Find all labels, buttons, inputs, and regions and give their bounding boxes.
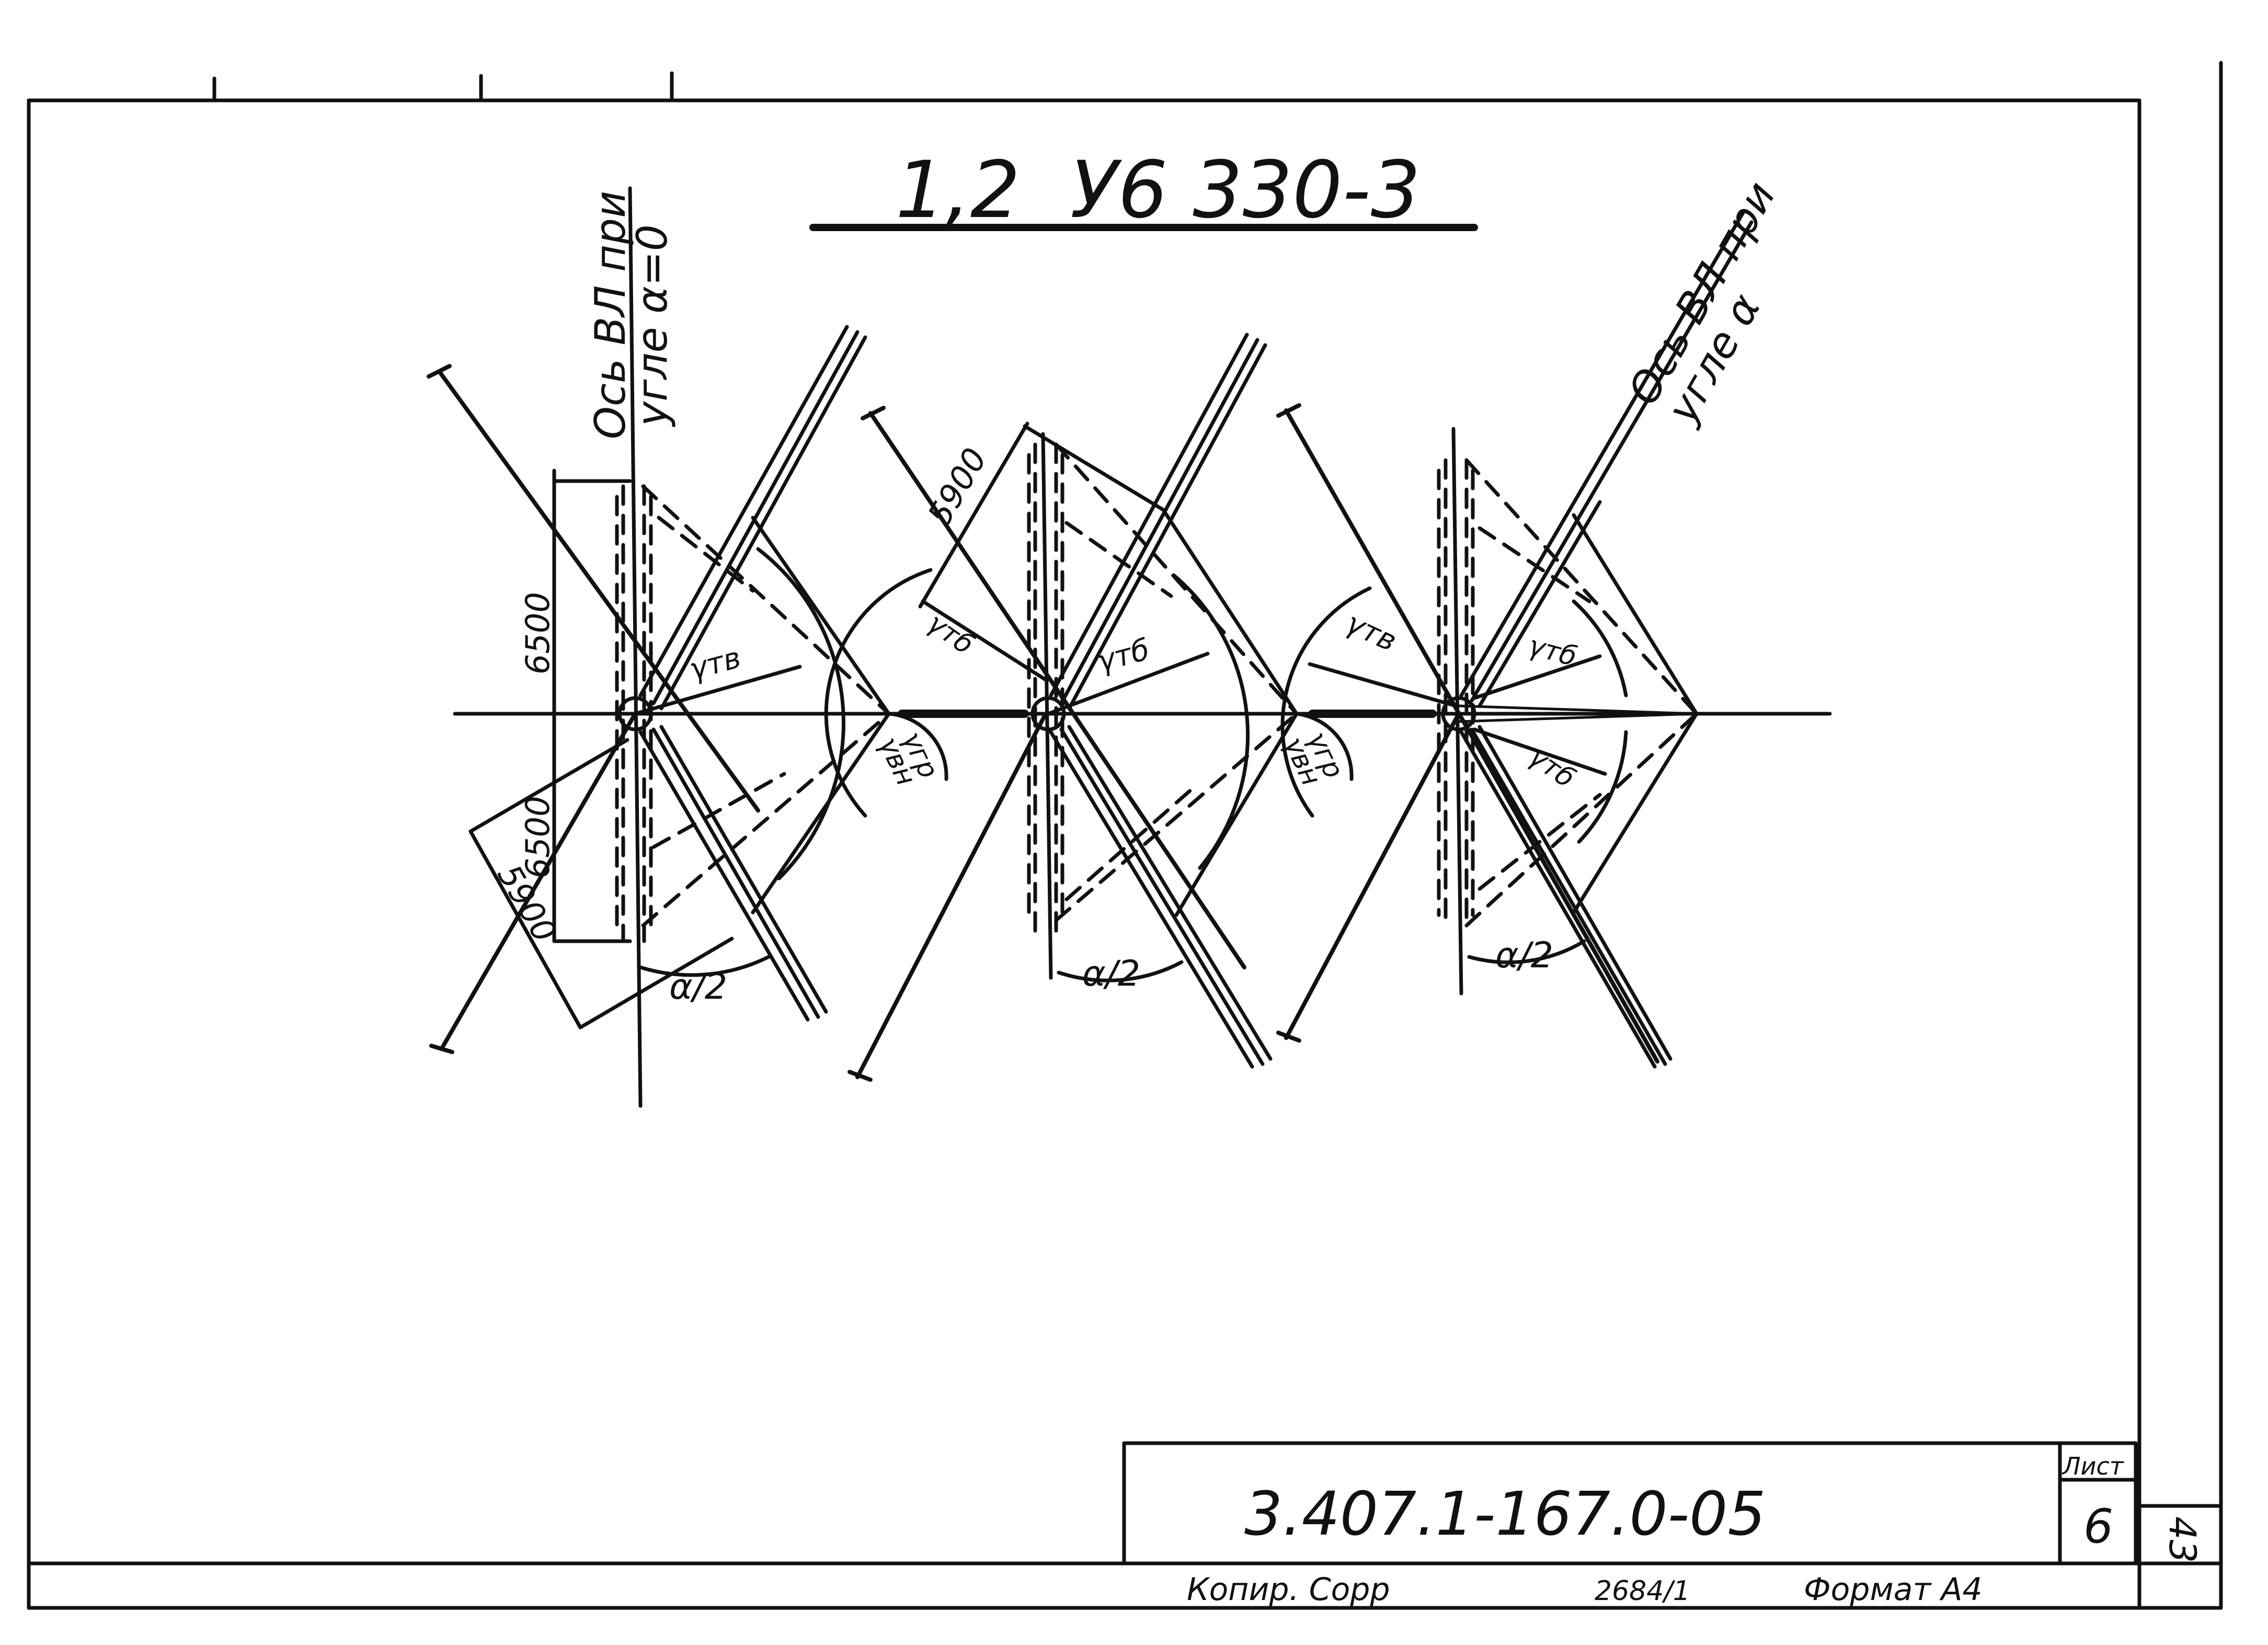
format-label: Формат А4 bbox=[1804, 1571, 1983, 1608]
page-stamp: 43 bbox=[2161, 1516, 2204, 1563]
axis-label-left-line1: Ось ВЛ при bbox=[586, 191, 635, 439]
assembly-middle bbox=[824, 333, 1354, 1082]
document-code: 3.407.1-167.0-05 bbox=[1244, 1479, 1766, 1549]
copied-by: Копир. Сорр bbox=[1187, 1571, 1390, 1608]
title-text: 1,2 У6 330-3 bbox=[896, 145, 1421, 236]
angle-label-half-alpha-left: α/2 bbox=[669, 966, 727, 1008]
axis-label-left-line2: угле α=0 bbox=[628, 224, 677, 427]
angle-label-tb-right-upper: γтб bbox=[1525, 630, 1580, 673]
dimension-5900-middle: 5900 bbox=[920, 441, 994, 532]
inventory-number: 2684/1 bbox=[1595, 1575, 1690, 1607]
angle-label-tb-middle-a: γтб bbox=[922, 607, 980, 661]
assembly-left bbox=[427, 186, 948, 1108]
angle-label-tv-right: γтв bbox=[1341, 606, 1402, 659]
assembly-right bbox=[1276, 210, 1754, 1069]
sheet-number: 6 bbox=[2083, 1499, 2113, 1554]
dimension-6500-lower: 6500 bbox=[519, 796, 557, 878]
title-block: 3.407.1-167.0-05 Лист 6 Копир. Сорр 2684… bbox=[1122, 1441, 2223, 1608]
sheet-label: Лист bbox=[2061, 1452, 2124, 1480]
dimension-6500-upper: 6500 bbox=[519, 592, 557, 675]
angle-label-half-alpha-right: α/2 bbox=[1495, 935, 1553, 976]
angle-label-tb-middle-b: γтб bbox=[1094, 633, 1153, 679]
angle-label-half-alpha-middle: α/2 bbox=[1082, 953, 1140, 995]
drawing-title: 1,2 У6 330-3 bbox=[809, 145, 1478, 236]
